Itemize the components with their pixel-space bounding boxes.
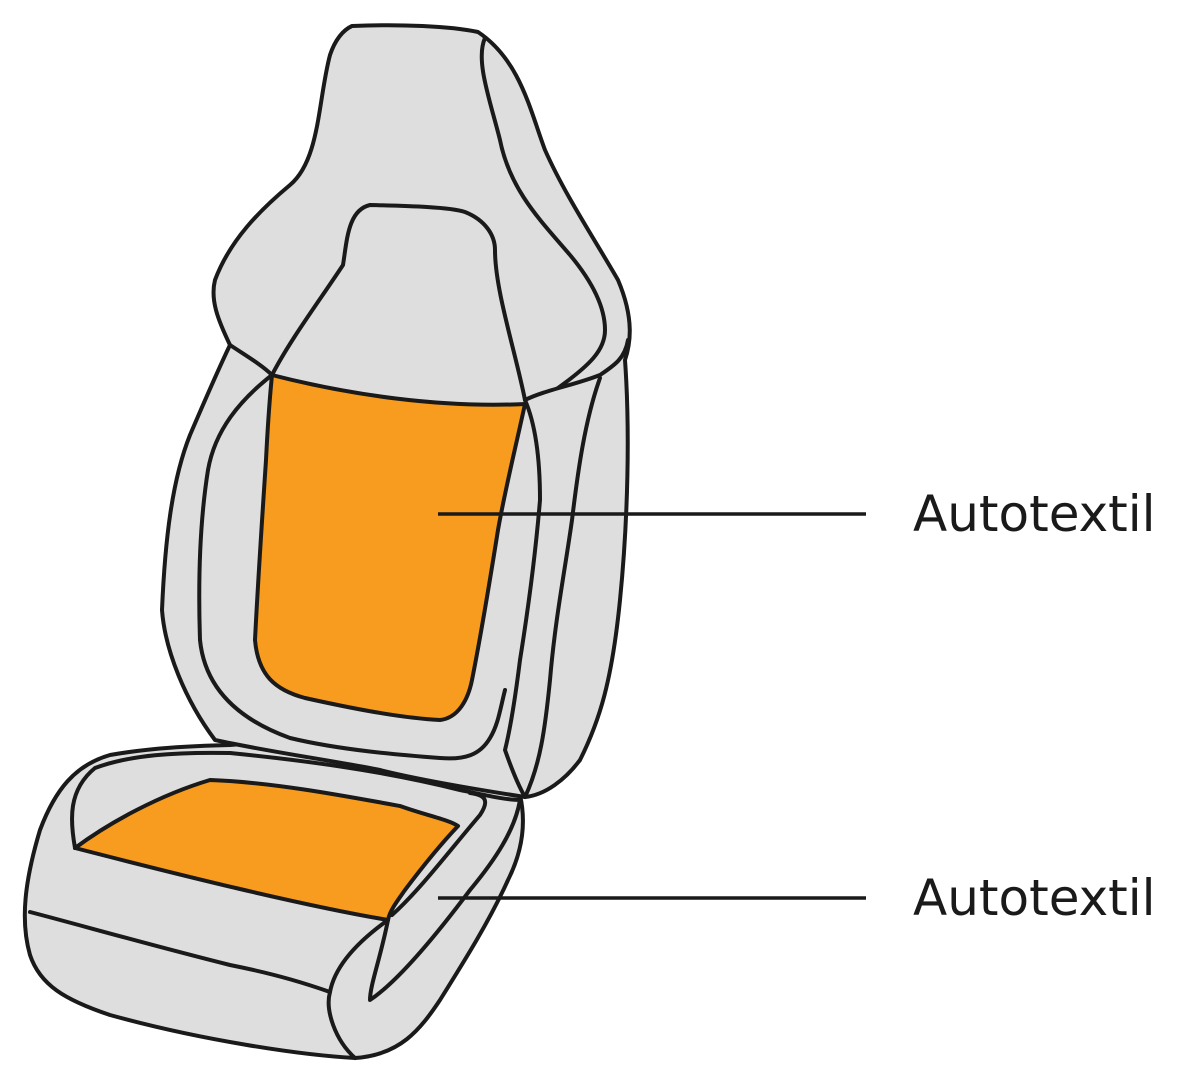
backrest-bolster-right: [503, 398, 542, 799]
cushion-side-bolster: [368, 798, 522, 1002]
headrest-inner-panel: [270, 203, 527, 402]
callout-label-backrest: Autotextil: [913, 485, 1156, 543]
cushion-front-bolster: [28, 910, 332, 994]
shoulder-seam-left: [228, 343, 274, 377]
cushion-front-roll: [326, 918, 390, 1060]
backrest-textile-insert: [253, 373, 527, 722]
cushion-side-inner: [390, 791, 488, 917]
headrest-seam: [479, 36, 607, 390]
callout-label-cushion: Autotextil: [913, 869, 1156, 927]
cushion-textile-insert: [73, 778, 460, 922]
cushion-rear-left: [70, 750, 232, 850]
shoulder-seam-right: [523, 338, 630, 402]
backrest-bolster-left: [197, 373, 507, 761]
backrest-side-panel: [523, 376, 602, 799]
cushion-rear-seam: [228, 751, 522, 802]
